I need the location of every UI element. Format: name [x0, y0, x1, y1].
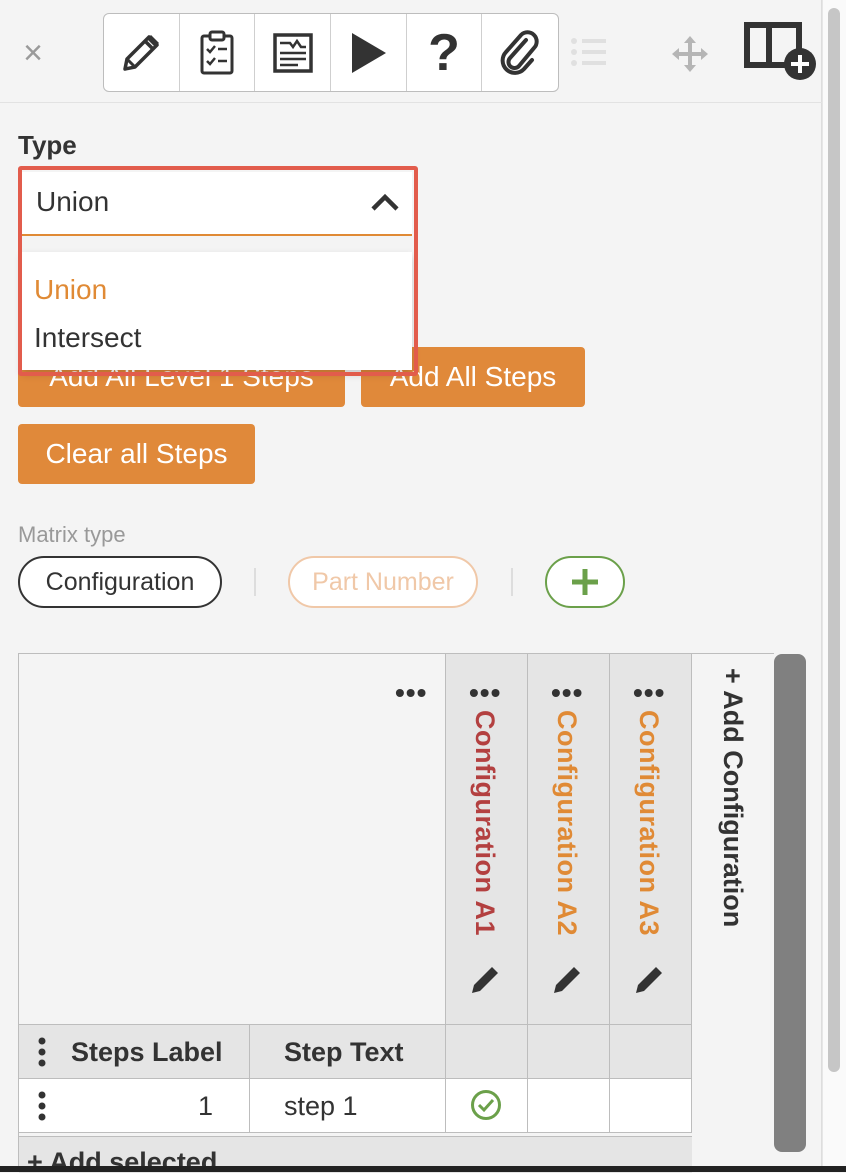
config-a1-menu-icon[interactable]: ••• — [469, 677, 502, 708]
close-icon[interactable]: × — [23, 34, 43, 72]
config-a2-cell[interactable] — [528, 1079, 610, 1133]
steps-label-header-text: Steps Label — [71, 1037, 223, 1067]
list-icon[interactable] — [570, 36, 608, 68]
configuration-matrix: ••• ••• Configuration A1 ••• Configurati… — [18, 653, 806, 1173]
clear-all-steps-button[interactable]: Clear all Steps — [18, 424, 255, 484]
chevron-up-icon — [371, 193, 399, 211]
toolbar: ? — [103, 13, 559, 92]
highlight-frame — [18, 166, 418, 376]
table-row[interactable]: 1 — [19, 1079, 250, 1133]
clipboard-checklist-icon — [200, 30, 234, 74]
config-a3-menu-icon[interactable]: ••• — [633, 677, 666, 708]
config-a3-edit-icon[interactable] — [633, 962, 667, 996]
step-text-cell[interactable]: step 1 — [250, 1079, 446, 1133]
config-a2-menu-icon[interactable]: ••• — [551, 677, 584, 708]
grid-scrollbar[interactable] — [774, 654, 806, 1152]
layout-add-icon[interactable] — [744, 22, 820, 82]
corner-menu-icon[interactable]: ••• — [395, 677, 428, 708]
run-tool-button[interactable] — [331, 14, 407, 91]
help-icon: ? — [428, 23, 460, 82]
config-a1-header-cell — [446, 1025, 528, 1079]
type-option-intersect[interactable]: Intersect — [34, 322, 142, 353]
type-select-value: Union — [36, 186, 110, 217]
matrix-type-configuration[interactable]: Configuration — [18, 556, 222, 608]
checklist-tool-button[interactable] — [180, 14, 256, 91]
add-configuration-column[interactable]: + Add Configuration — [692, 654, 774, 1173]
type-dropdown-menu: Union Intersect — [22, 252, 412, 370]
form-list-icon — [272, 32, 313, 73]
config-a3-label[interactable]: Configuration A3 — [634, 710, 664, 936]
config-a1-label[interactable]: Configuration A1 — [470, 710, 500, 936]
page-scrollbar-thumb[interactable] — [828, 8, 840, 1072]
config-a1-cell[interactable] — [446, 1079, 528, 1133]
toolbar-divider — [0, 102, 822, 103]
side-panel: × — [0, 0, 822, 1173]
step-text-header[interactable]: Step Text — [250, 1025, 446, 1079]
kebab-menu-icon[interactable] — [37, 1091, 47, 1121]
divider — [254, 568, 256, 596]
move-icon[interactable] — [672, 36, 708, 72]
kebab-menu-icon[interactable] — [37, 1037, 47, 1067]
matrix-type-part-number[interactable]: Part Number — [288, 556, 478, 608]
config-a2-edit-icon[interactable] — [551, 962, 585, 996]
step-text-value: step 1 — [284, 1091, 358, 1121]
type-select[interactable]: Union — [22, 172, 412, 236]
help-tool-button[interactable]: ? — [407, 14, 483, 91]
step-label-cell: 1 — [197, 1091, 213, 1121]
attach-tool-button[interactable] — [482, 14, 558, 91]
config-a2-header-cell — [528, 1025, 610, 1079]
edit-tool-button[interactable] — [104, 14, 180, 91]
step-text-header-text: Step Text — [284, 1037, 404, 1067]
config-a3-cell[interactable] — [610, 1079, 692, 1133]
add-configuration-button[interactable]: + Add Configuration — [718, 668, 748, 928]
page-scrollbar[interactable] — [822, 0, 846, 1172]
type-label: Type — [18, 130, 77, 160]
config-column-a2: ••• Configuration A2 — [528, 654, 610, 1025]
steps-label-header[interactable]: Steps Label — [19, 1025, 250, 1079]
config-a2-label[interactable]: Configuration A2 — [552, 710, 582, 936]
divider — [511, 568, 513, 596]
play-icon — [352, 32, 387, 73]
plus-icon — [572, 569, 598, 595]
config-a3-header-cell — [610, 1025, 692, 1079]
type-option-union[interactable]: Union — [34, 274, 108, 305]
check-circle-icon — [471, 1090, 501, 1120]
matrix-type-label: Matrix type — [18, 522, 126, 547]
config-column-a3: ••• Configuration A3 — [610, 654, 692, 1025]
config-column-a1: ••• Configuration A1 — [446, 654, 528, 1025]
add-matrix-type-button[interactable] — [545, 556, 625, 608]
paperclip-icon — [500, 29, 539, 75]
config-a1-edit-icon[interactable] — [469, 962, 503, 996]
pencil-icon — [123, 34, 160, 71]
form-tool-button[interactable] — [255, 14, 332, 91]
grid-header-corner: ••• — [19, 654, 446, 1025]
bottom-edge — [0, 1166, 846, 1172]
